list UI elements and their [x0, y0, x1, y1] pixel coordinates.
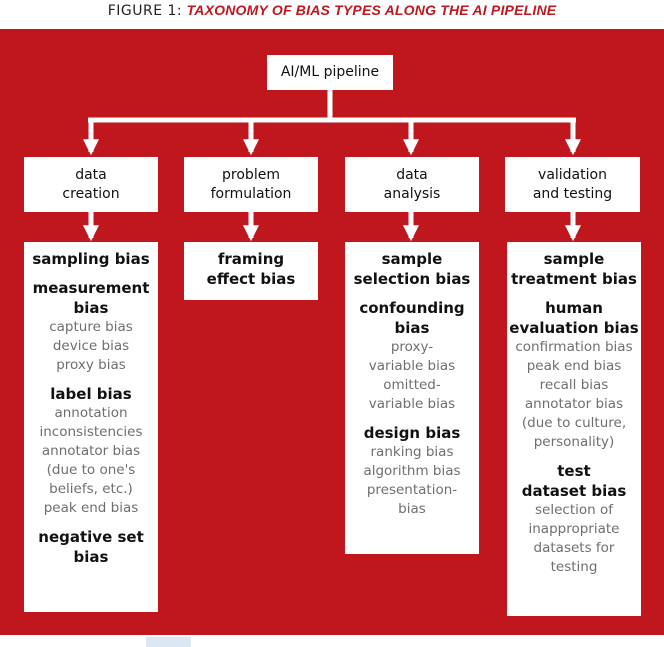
decorative-strip: [146, 637, 191, 647]
bias-subtype: device bias: [52, 338, 130, 354]
bias-subtype: proxy-: [390, 339, 434, 355]
bias-subtype: personality): [533, 434, 615, 450]
bias-type-heading: bias: [73, 548, 109, 566]
bias-type-heading: test: [557, 462, 591, 480]
bias-type-heading: effect bias: [206, 270, 296, 288]
bias-subtype: inconsistencies: [39, 424, 143, 440]
stage-header-line: data: [75, 166, 107, 183]
bias-subtype: capture bias: [49, 319, 133, 335]
bias-type-heading: bias: [73, 299, 109, 317]
bias-box-data-creation: sampling bias measurement bias capture bias…: [24, 242, 158, 612]
bias-subtype: annotator bias: [524, 396, 624, 412]
stage-header-line: creation: [62, 185, 120, 202]
bias-type-heading: bias: [394, 319, 430, 337]
bias-subtype: datasets for: [533, 540, 615, 556]
bias-subtype: bias: [398, 501, 426, 517]
bias-type-heading: design bias: [363, 424, 461, 442]
figure-title: TAXONOMY OF BIAS TYPES ALONG THE AI PIPE…: [186, 2, 557, 18]
bias-subtype: peak end bias: [43, 500, 139, 516]
group-spacer: [24, 269, 158, 278]
bias-type-heading: selection bias: [353, 270, 471, 288]
bias-type-heading: treatment bias: [511, 270, 637, 288]
stage-header-data-analysis: data analysis: [345, 157, 479, 212]
bias-subtype: recall bias: [539, 377, 609, 393]
stage-header-problem-formulation: problem formulation: [184, 157, 318, 212]
stage-header-line: and testing: [532, 185, 613, 202]
stage-header-data-creation: data creation: [24, 157, 158, 212]
group-spacer: [507, 289, 641, 298]
bias-subtype: peak end bias: [526, 358, 622, 374]
bias-subtype: presentation-: [366, 482, 458, 498]
figure-caption: FIGURE 1: TAXONOMY OF BIAS TYPES ALONG T…: [0, 0, 664, 24]
stage-header-line: analysis: [383, 185, 441, 202]
figure-label: FIGURE 1:: [107, 3, 183, 19]
bias-type-heading: evaluation bias: [509, 319, 639, 337]
group-spacer: [345, 414, 479, 423]
group-spacer: [507, 452, 641, 461]
bias-subtype: confirmation bias: [515, 339, 633, 355]
bias-box-problem-formulation: framing effect bias: [184, 242, 318, 300]
stage-header-line: formulation: [210, 185, 292, 202]
bias-type-heading: sample: [381, 250, 443, 268]
bias-type-heading: confounding: [359, 299, 465, 317]
bias-box-data-analysis: sample selection bias confounding bias proxy…: [345, 242, 479, 554]
bias-subtype: annotation: [54, 405, 128, 421]
bias-type-heading: sample: [543, 250, 605, 268]
bias-type-heading: human: [545, 299, 603, 317]
bias-subtype: variable bias: [368, 358, 456, 374]
stage-header-validation-and-testing: validation and testing: [505, 157, 640, 212]
bias-box-validation-and-testing: sample treatment bias human evaluation bias…: [507, 242, 641, 616]
root-node: AI/ML pipeline: [267, 55, 393, 90]
group-spacer: [345, 289, 479, 298]
bias-subtype: (due to culture,: [521, 415, 627, 431]
bias-type-heading: measurement: [32, 279, 150, 297]
bias-subtype: algorithm bias: [363, 463, 461, 479]
bias-subtype: beliefs, etc.): [49, 481, 133, 497]
stage-header-line: problem: [222, 166, 280, 183]
stage-header-line: validation: [538, 166, 607, 183]
bias-type-heading: sampling bias: [32, 250, 150, 268]
bias-subtype: proxy bias: [56, 357, 126, 373]
bias-type-heading: negative set: [38, 528, 144, 546]
bias-subtype: omitted-: [383, 377, 441, 393]
bias-type-heading: dataset bias: [521, 482, 627, 500]
bias-type-heading: label bias: [50, 385, 132, 403]
bias-subtype: ranking bias: [370, 444, 454, 460]
bias-subtype: inappropriate: [528, 521, 620, 537]
bias-subtype: (due to one's: [46, 462, 136, 478]
stage-header-line: data: [396, 166, 428, 183]
bias-subtype: testing: [550, 559, 598, 575]
root-label: AI/ML pipeline: [280, 64, 380, 80]
group-spacer: [24, 375, 158, 384]
group-spacer: [24, 518, 158, 527]
bias-subtype: variable bias: [368, 396, 456, 412]
bias-subtype: annotator bias: [41, 443, 141, 459]
bias-type-heading: framing: [217, 250, 285, 268]
bias-subtype: selection of: [535, 502, 613, 518]
